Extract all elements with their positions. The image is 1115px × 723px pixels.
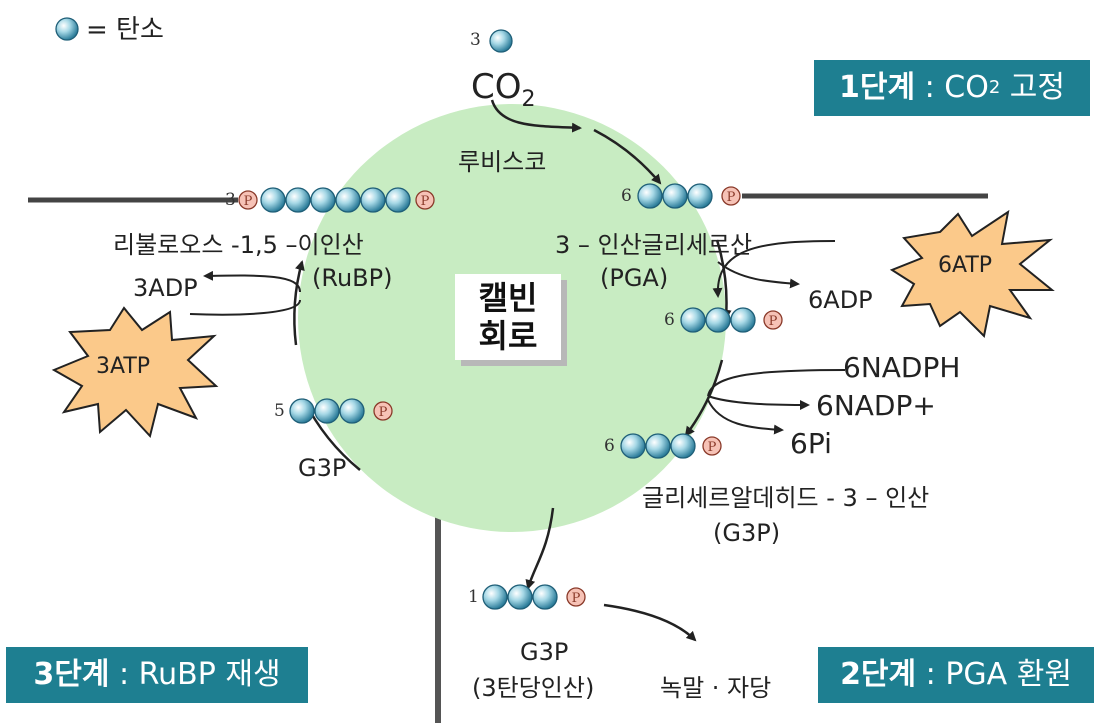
pga-phosphate bbox=[721, 186, 741, 206]
atp-left-line bbox=[189, 299, 301, 316]
arrow-to-rubp bbox=[293, 260, 305, 346]
rubp-carbon-6 bbox=[385, 187, 411, 213]
rubp-count: 3 bbox=[225, 190, 236, 210]
pgap-carbon-3 bbox=[730, 307, 756, 333]
stage3-prefix: 3단계 bbox=[33, 657, 110, 692]
phosphate-label: P bbox=[572, 591, 581, 606]
atp-right-label: 6ATP bbox=[938, 253, 993, 278]
g3p5-name: G3P bbox=[298, 454, 347, 482]
co2-sub: 2 bbox=[521, 86, 536, 112]
stage2-badge: 2단계 : PGA 환원 bbox=[818, 647, 1094, 703]
g3pout-abbr: (3탄당인산) bbox=[472, 674, 595, 702]
phosphate-label: P bbox=[727, 190, 736, 205]
g3p6-carbon-3 bbox=[670, 433, 696, 459]
stage2-colon: : bbox=[916, 657, 946, 692]
pgap-carbon-1 bbox=[680, 307, 706, 333]
stage1-text: CO bbox=[944, 70, 989, 105]
g3pout-carbon-2 bbox=[507, 584, 533, 610]
pga-count: 6 bbox=[621, 186, 632, 206]
g3p6-count: 6 bbox=[604, 436, 615, 456]
stage1-colon: : bbox=[915, 70, 945, 105]
center-line2: 회로 bbox=[478, 317, 538, 355]
rubp-name: 리불로오스 -1,5 –이인산 bbox=[113, 231, 364, 259]
g3p6-phosphate bbox=[702, 436, 722, 456]
rubp-carbon-2 bbox=[285, 187, 311, 213]
rubisco-label: 루비스코 bbox=[458, 148, 547, 176]
co2-arrow bbox=[490, 99, 582, 133]
center-box: 캘빈 회로 bbox=[455, 274, 561, 360]
atp-star-right bbox=[889, 209, 1055, 339]
center-line1: 캘빈 bbox=[478, 279, 538, 317]
nadph-in-line bbox=[707, 369, 846, 397]
co2-text: CO bbox=[471, 67, 522, 107]
g3p6-carbon-1 bbox=[620, 433, 646, 459]
g3p5-carbon-3 bbox=[339, 398, 365, 424]
g3p5-carbon-2 bbox=[314, 398, 340, 424]
g3pout-count: 1 bbox=[468, 587, 479, 607]
rubp-carbon-1 bbox=[260, 187, 286, 213]
products-arrow bbox=[603, 603, 697, 642]
atp-right-arrow bbox=[712, 240, 836, 298]
nadph-label: 6NADPH bbox=[843, 351, 961, 384]
g3p5-count: 5 bbox=[274, 401, 285, 421]
rubp-phosphate-right bbox=[415, 190, 435, 210]
co2-carbon bbox=[489, 29, 513, 53]
phosphate-label: P bbox=[244, 194, 253, 209]
stage1-prefix: 1단계 bbox=[838, 70, 916, 105]
nadp-label: 6NADP+ bbox=[816, 389, 936, 422]
legend-label: = 탄소 bbox=[86, 15, 164, 45]
adp-left-label: 3ADP bbox=[133, 274, 198, 302]
g3p-out-arrow bbox=[525, 507, 555, 590]
g3p5-phosphate bbox=[373, 401, 393, 421]
adp-right-arrow bbox=[717, 261, 800, 289]
stage3-colon: : bbox=[109, 657, 139, 692]
stage3-badge: 3단계 : RuBP 재생 bbox=[6, 647, 308, 703]
pga-abbr: (PGA) bbox=[600, 264, 669, 292]
phosphate-label: P bbox=[379, 405, 388, 420]
rubp-carbon-4 bbox=[335, 187, 361, 213]
stage1-badge: 1단계 : CO 2 고정 bbox=[814, 60, 1090, 116]
adp-right-label: 6ADP bbox=[808, 286, 873, 314]
co2-formula: CO2 bbox=[471, 70, 536, 111]
pi-out-arrow bbox=[707, 399, 784, 435]
pga-name: 3 – 인산글리세르산 bbox=[555, 231, 753, 259]
stage3-text: RuBP 재생 bbox=[138, 657, 281, 692]
products-label: 녹말 · 자당 bbox=[660, 674, 772, 702]
pga-p-count: 6 bbox=[664, 310, 675, 330]
phosphate-label: P bbox=[708, 440, 717, 455]
g3pout-carbon-1 bbox=[482, 584, 508, 610]
g3p6-carbon-2 bbox=[645, 433, 671, 459]
stage1-sub: 2 bbox=[988, 77, 1001, 98]
phosphate-label: P bbox=[769, 314, 778, 329]
stage2-prefix: 2단계 bbox=[840, 657, 917, 692]
atp-left-label: 3ATP bbox=[96, 354, 151, 379]
g3pout-name: G3P bbox=[520, 638, 569, 666]
legend-carbon bbox=[55, 17, 79, 41]
pgap-carbon-2 bbox=[705, 307, 731, 333]
stage1-suffix: 고정 bbox=[1000, 70, 1066, 105]
arrow-to-g3p bbox=[684, 359, 724, 437]
rubp-abbr: (RuBP) bbox=[312, 264, 393, 292]
pga-carbon-2 bbox=[662, 183, 688, 209]
g3p6-name: 글리세르알데히드 - 3 – 인산 bbox=[642, 484, 930, 512]
g3pout-phosphate bbox=[566, 587, 586, 607]
pgap-phosphate bbox=[763, 310, 783, 330]
adp-left-arrow bbox=[203, 270, 301, 293]
phosphate-label: P bbox=[421, 194, 430, 209]
pga-carbon-1 bbox=[637, 183, 663, 209]
atp-star-left bbox=[51, 306, 219, 439]
g3p6-abbr: (G3P) bbox=[713, 519, 781, 547]
rubp-carbon-3 bbox=[310, 187, 336, 213]
rubp-carbon-5 bbox=[360, 187, 386, 213]
pga-carbon-3 bbox=[687, 183, 713, 209]
arrow-to-pga bbox=[593, 128, 662, 185]
g3p5-carbon-1 bbox=[289, 398, 315, 424]
pi-label: 6Pi bbox=[790, 427, 832, 460]
nadp-out-arrow bbox=[707, 395, 810, 410]
rubp-phosphate-left bbox=[238, 190, 258, 210]
co2-count: 3 bbox=[470, 30, 481, 50]
g3pout-carbon-3 bbox=[532, 584, 558, 610]
stage2-text: PGA 환원 bbox=[945, 657, 1072, 692]
